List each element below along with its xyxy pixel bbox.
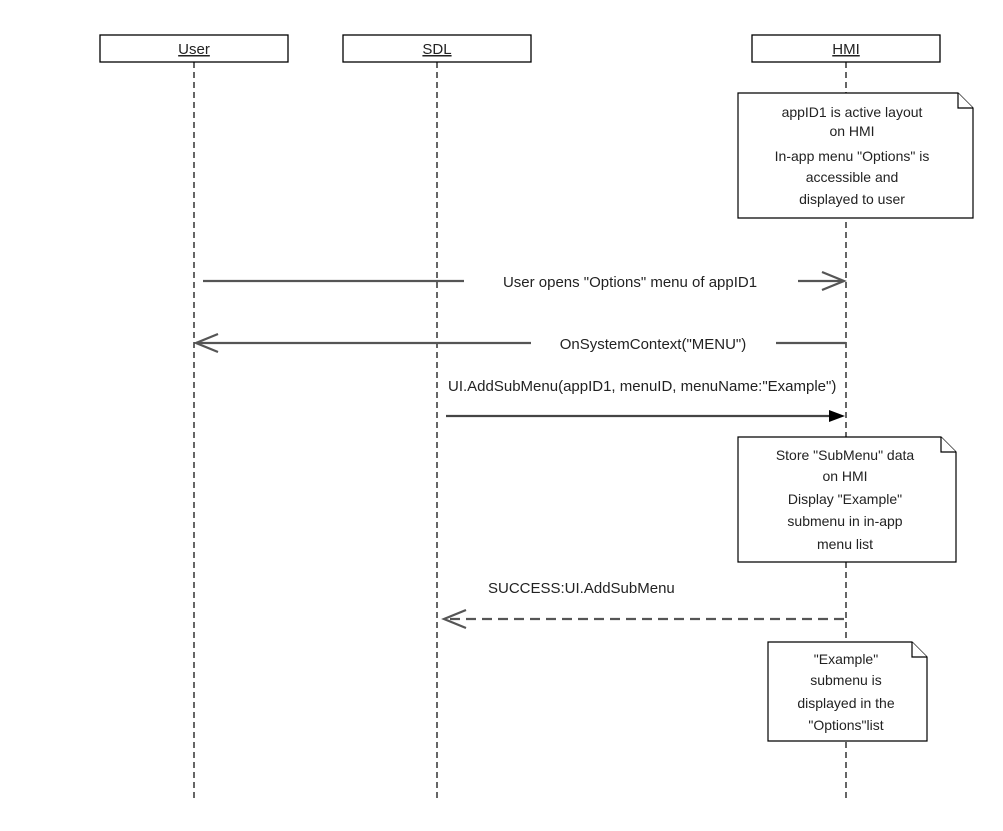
filled-arrowhead-icon [829,410,845,422]
open-arrowhead-icon [821,270,847,292]
message-label: SUCCESS:UI.AddSubMenu [488,580,675,597]
note-active-layout-line: appID1 is active layout [782,104,923,120]
note-active-layout-line: displayed to user [799,191,905,207]
message-user-opens-options: User opens "Options" menu of appID1 [203,270,847,292]
note-active-layout-line: on HMI [829,123,874,139]
message-onsystemcontext: OnSystemContext("MENU") [193,332,846,354]
note-store-submenu-line: submenu in in-app [787,513,902,529]
participant-sdl[interactable]: SDL [342,34,532,63]
note-example-displayed-line: "Options"list [808,717,883,733]
note-example-displayed-line: displayed in the [797,695,895,711]
message-label: OnSystemContext("MENU") [560,336,747,353]
note-active-layout: appID1 is active layout on HMI In-app me… [737,92,974,219]
participant-user[interactable]: User [99,34,289,63]
open-arrowhead-icon [441,608,467,630]
participant-hmi-label: HMI [832,41,860,58]
message-ui-addsubmenu: UI.AddSubMenu(appID1, menuID, menuName:"… [446,378,845,422]
note-store-submenu-line: menu list [817,536,873,552]
note-active-layout-line: In-app menu "Options" is [775,148,930,164]
note-store-submenu-line: on HMI [822,468,867,484]
note-example-displayed-line: submenu is [810,672,882,688]
message-success-addsubmenu: SUCCESS:UI.AddSubMenu [441,580,844,630]
open-arrowhead-icon [193,332,219,354]
participant-sdl-label: SDL [422,41,451,58]
participant-hmi[interactable]: HMI [751,34,941,63]
message-label: UI.AddSubMenu(appID1, menuID, menuName:"… [448,378,836,395]
note-store-submenu: Store "SubMenu" data on HMI Display "Exa… [737,436,957,563]
note-store-submenu-line: Store "SubMenu" data [776,447,915,463]
note-store-submenu-line: Display "Example" [788,491,902,507]
note-example-displayed: "Example" submenu is displayed in the "O… [767,641,928,742]
message-label: User opens "Options" menu of appID1 [503,274,757,291]
note-active-layout-line: accessible and [806,169,899,185]
note-example-displayed-line: "Example" [814,651,878,667]
participant-user-label: User [178,41,210,58]
